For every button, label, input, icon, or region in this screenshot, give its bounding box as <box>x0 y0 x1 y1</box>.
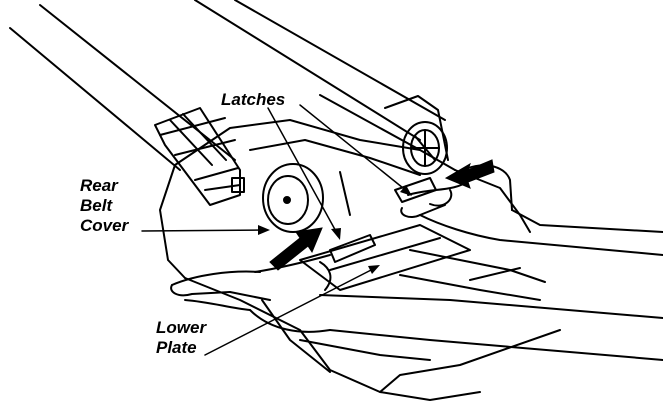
vacuum-handle <box>9 0 446 171</box>
push-arrow-right-icon <box>444 159 495 189</box>
rear-grip <box>154 107 245 206</box>
rear-belt-cover-label: Rear Belt Cover <box>80 176 128 236</box>
leader-arrowhead <box>258 225 270 235</box>
rear-belt-cover <box>262 163 324 233</box>
latch-slots <box>329 171 437 263</box>
rear-belt-cover-label-line: Cover <box>80 216 129 235</box>
leader-arrowhead <box>368 265 380 274</box>
latches-label: Latches <box>221 90 286 109</box>
rear-belt-cover-label-line: Rear <box>80 176 118 195</box>
lower-plate-label-line: Lower <box>156 318 207 337</box>
vacuum-body <box>159 119 561 401</box>
left-hand <box>170 254 663 361</box>
leader-lines <box>141 104 409 356</box>
right-hand <box>400 164 663 256</box>
lower-plate-label: Lower Plate <box>156 318 206 358</box>
rear-wheel <box>384 95 449 175</box>
rear-belt-cover-label-line: Belt <box>80 196 113 215</box>
push-arrow-left-icon <box>269 227 323 271</box>
leader-arrowhead <box>331 228 341 240</box>
leader-arrowhead <box>400 185 412 196</box>
lower-plate-label-line: Plate <box>156 338 197 357</box>
lower-plate <box>299 224 471 291</box>
